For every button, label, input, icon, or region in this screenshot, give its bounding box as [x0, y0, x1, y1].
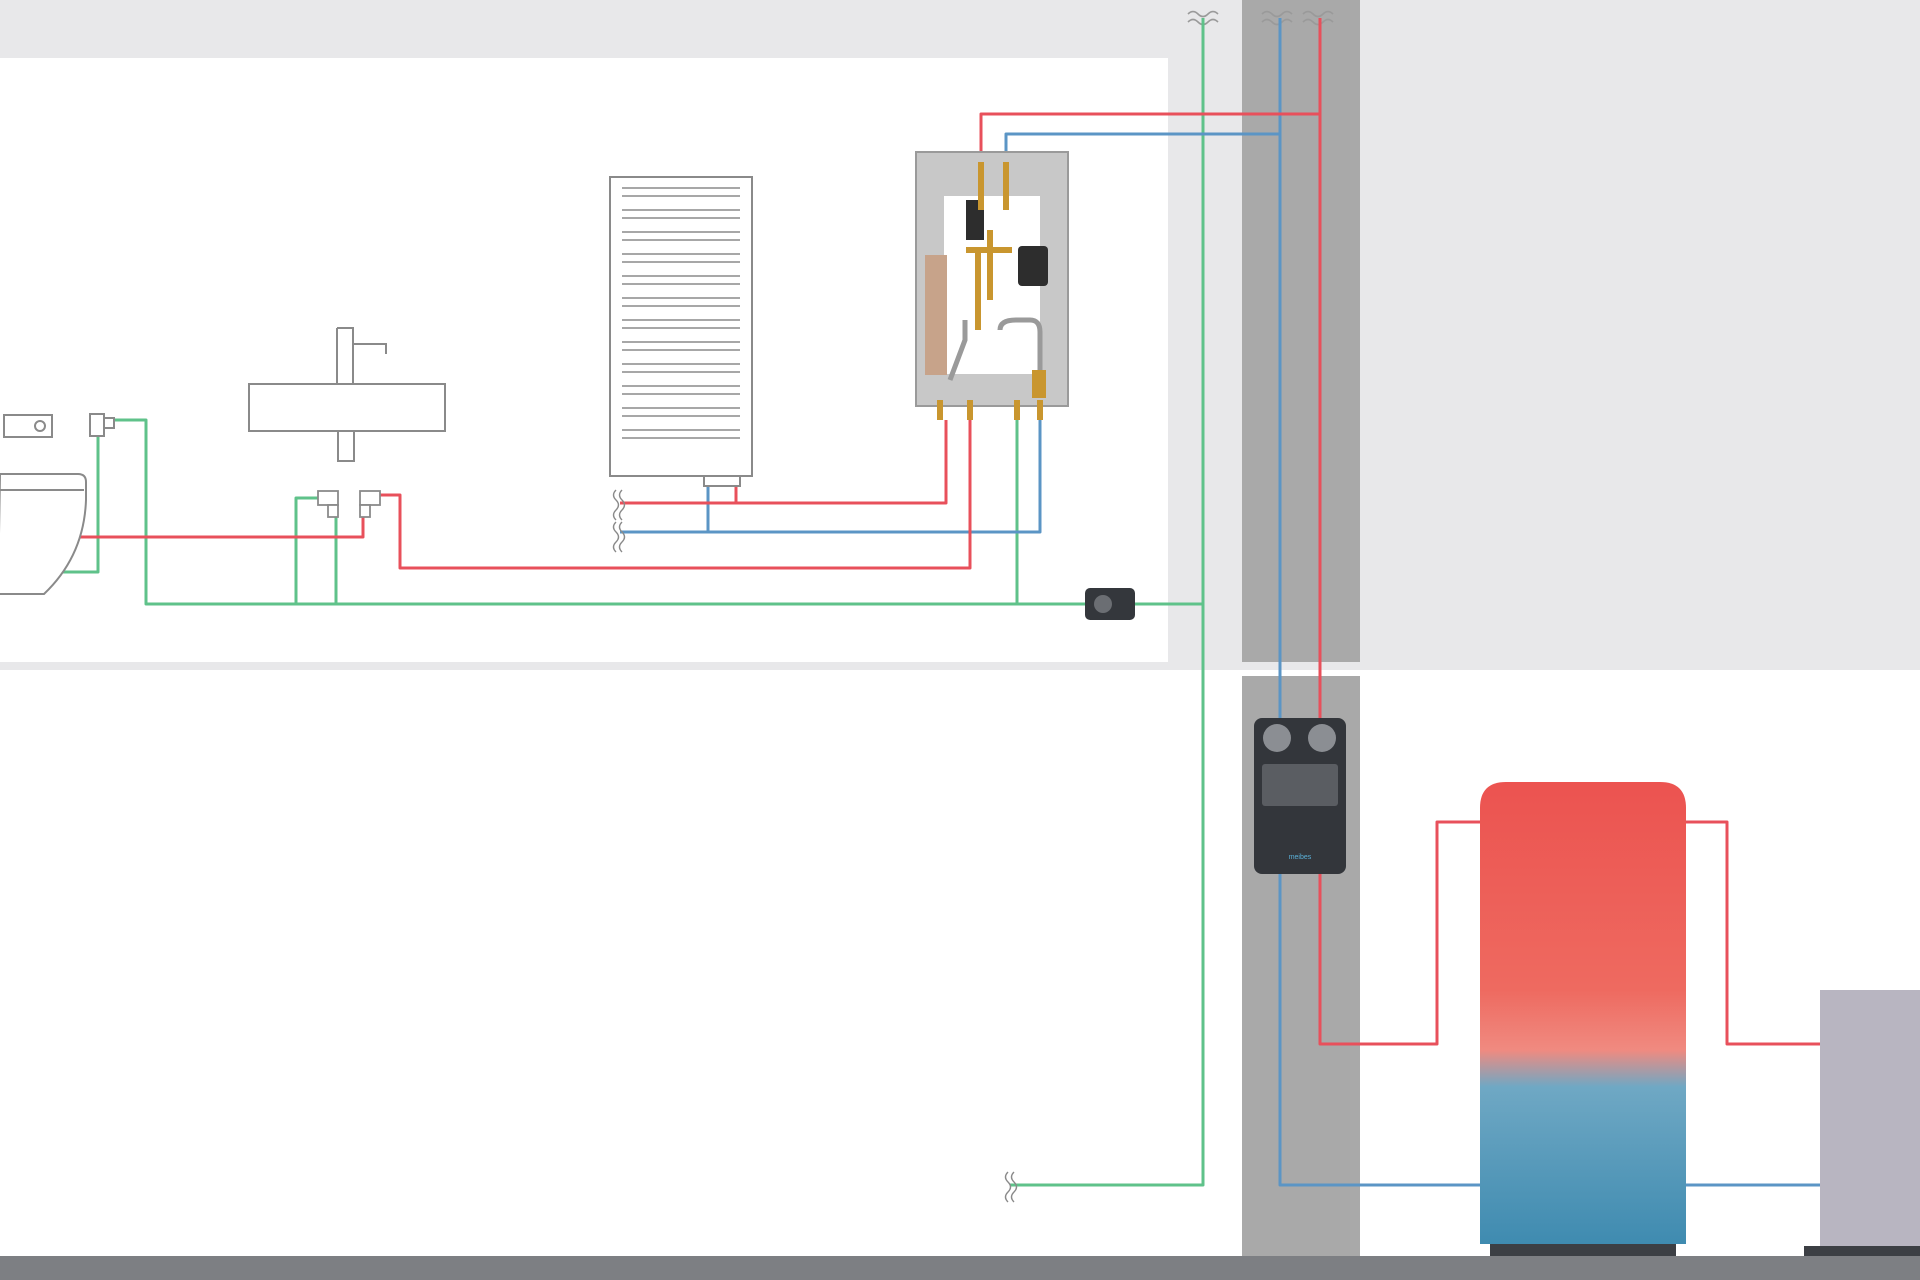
pipe-break-marks [612, 489, 1018, 1203]
ground-line [0, 1256, 1920, 1280]
storage-tank-icon [1480, 782, 1686, 1256]
shaft-upper [1242, 0, 1360, 662]
meter-icon [1085, 588, 1135, 620]
station-brand-label: meibes [1289, 854, 1312, 861]
hot-supply-pipes [60, 18, 1825, 1046]
flat-station-icon [915, 151, 1069, 420]
wc-angle-valve-icon [89, 413, 115, 437]
pump-station-icon: meibes [1254, 718, 1346, 874]
radiator-icon [609, 176, 753, 487]
cold-water-pipes [60, 18, 1205, 1187]
toilet-icon [0, 473, 87, 595]
flush-button-icon [3, 414, 53, 438]
boiler-icon [1804, 990, 1920, 1256]
basin-angle-valve-icon [317, 490, 381, 518]
washbasin-icon [248, 327, 446, 462]
